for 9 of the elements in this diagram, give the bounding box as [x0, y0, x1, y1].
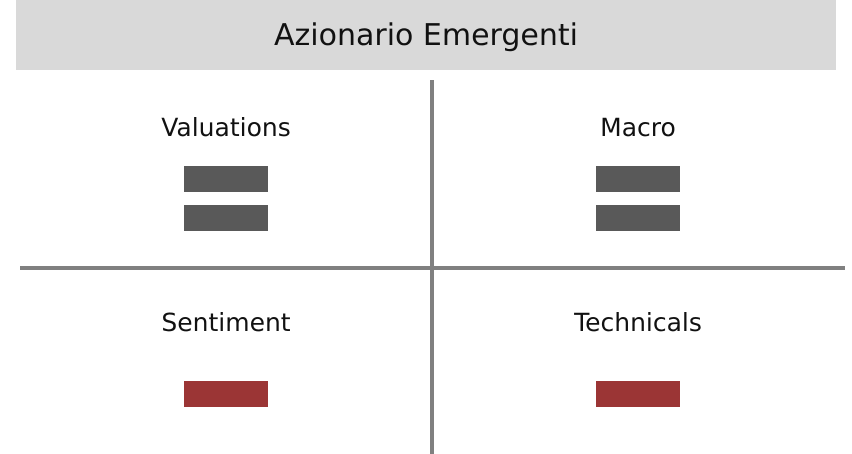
equals-sign-icon [184, 166, 268, 231]
minus-sign-icon [184, 381, 268, 407]
quadrant-heading: Sentiment [161, 308, 291, 338]
equals-sign-icon [596, 166, 680, 231]
quadrant-heading: Valuations [161, 113, 291, 143]
minus-sign-icon [596, 381, 680, 407]
quadrant-heading: Macro [600, 113, 676, 143]
quadrant-heading: Technicals [574, 308, 702, 338]
title-band: Azionario Emergenti [16, 0, 836, 70]
